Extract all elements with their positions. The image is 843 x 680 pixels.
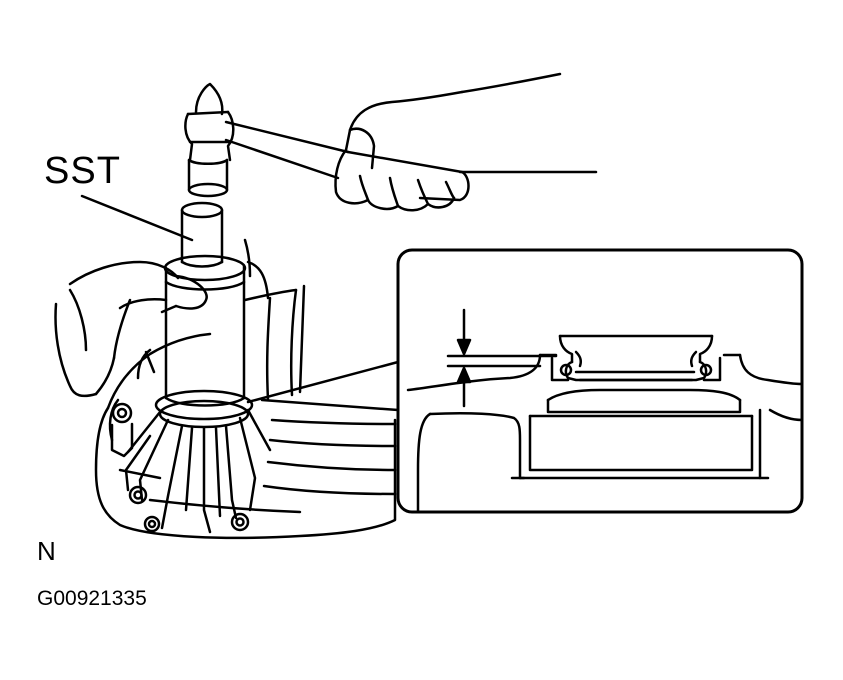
hammer-icon (185, 84, 468, 200)
detail-leader-line (248, 362, 398, 402)
depth-dimension-icon (448, 310, 556, 406)
transaxle-case-icon (96, 240, 395, 538)
view-marker-label: N (37, 536, 56, 566)
oil-seal-icon (552, 336, 720, 380)
detail-leader-line (262, 400, 398, 410)
figure-code-label: G00921335 (37, 587, 147, 610)
hand-icon (335, 74, 596, 210)
sst-leader-line (82, 196, 192, 240)
sst-label: SST (44, 150, 121, 192)
hand-icon (56, 262, 207, 396)
detail-inset (398, 250, 802, 512)
